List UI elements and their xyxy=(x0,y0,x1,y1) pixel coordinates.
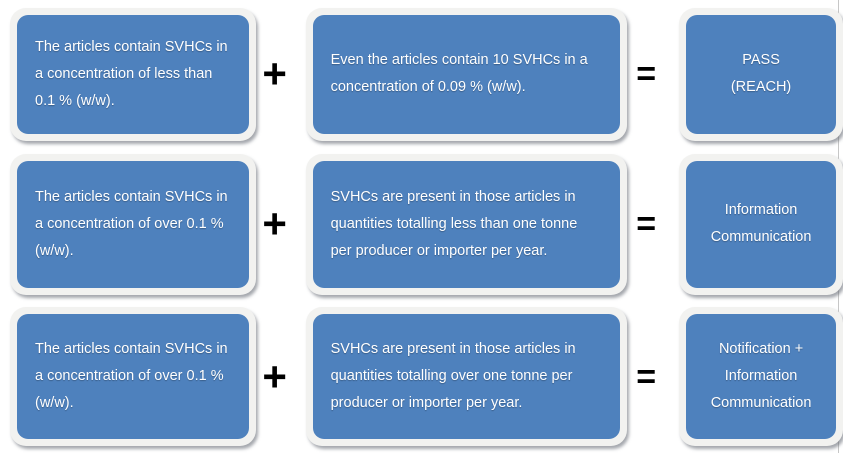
condition-box-row-2[interactable]: The articles contain SVHCs in a concentr… xyxy=(10,153,256,295)
condition-text-row-2: The articles contain SVHCs in a concentr… xyxy=(17,160,249,288)
diagram-row-information-communication: The articles contain SVHCs in a concentr… xyxy=(0,150,843,298)
result-box-row-1[interactable]: PASS(REACH) xyxy=(679,7,843,141)
diagram-row-pass: The articles contain SVHCs in a concentr… xyxy=(0,4,843,144)
detail-text-row-3: SVHCs are present in those articles in q… xyxy=(312,314,621,439)
detail-box-row-1[interactable]: Even the articles contain 10 SVHCs in a … xyxy=(305,7,628,141)
detail-box-row-3[interactable]: SVHCs are present in those articles in q… xyxy=(305,307,628,446)
detail-text-row-1: Even the articles contain 10 SVHCs in a … xyxy=(312,14,621,134)
condition-box-row-1[interactable]: The articles contain SVHCs in a concentr… xyxy=(10,7,256,141)
condition-text-row-1: The articles contain SVHCs in a concentr… xyxy=(17,14,249,134)
diagram-row-notification-information-communication: The articles contain SVHCs in a concentr… xyxy=(0,304,843,449)
equals-operator-row-1: = xyxy=(636,55,657,93)
plus-operator-row-2: + xyxy=(262,200,287,247)
detail-text-row-2: SVHCs are present in those articles in q… xyxy=(312,160,621,288)
equals-operator-row-2: = xyxy=(636,205,657,243)
condition-box-row-3[interactable]: The articles contain SVHCs in a concentr… xyxy=(10,307,256,446)
equals-operator-row-3: = xyxy=(636,357,657,396)
plus-operator-row-1: + xyxy=(262,50,287,97)
condition-text-row-3: The articles contain SVHCs in a concentr… xyxy=(17,314,249,439)
plus-operator-row-3: + xyxy=(262,352,287,400)
detail-box-row-2[interactable]: SVHCs are present in those articles in q… xyxy=(305,153,628,295)
result-text-row-1: PASS(REACH) xyxy=(686,14,836,134)
